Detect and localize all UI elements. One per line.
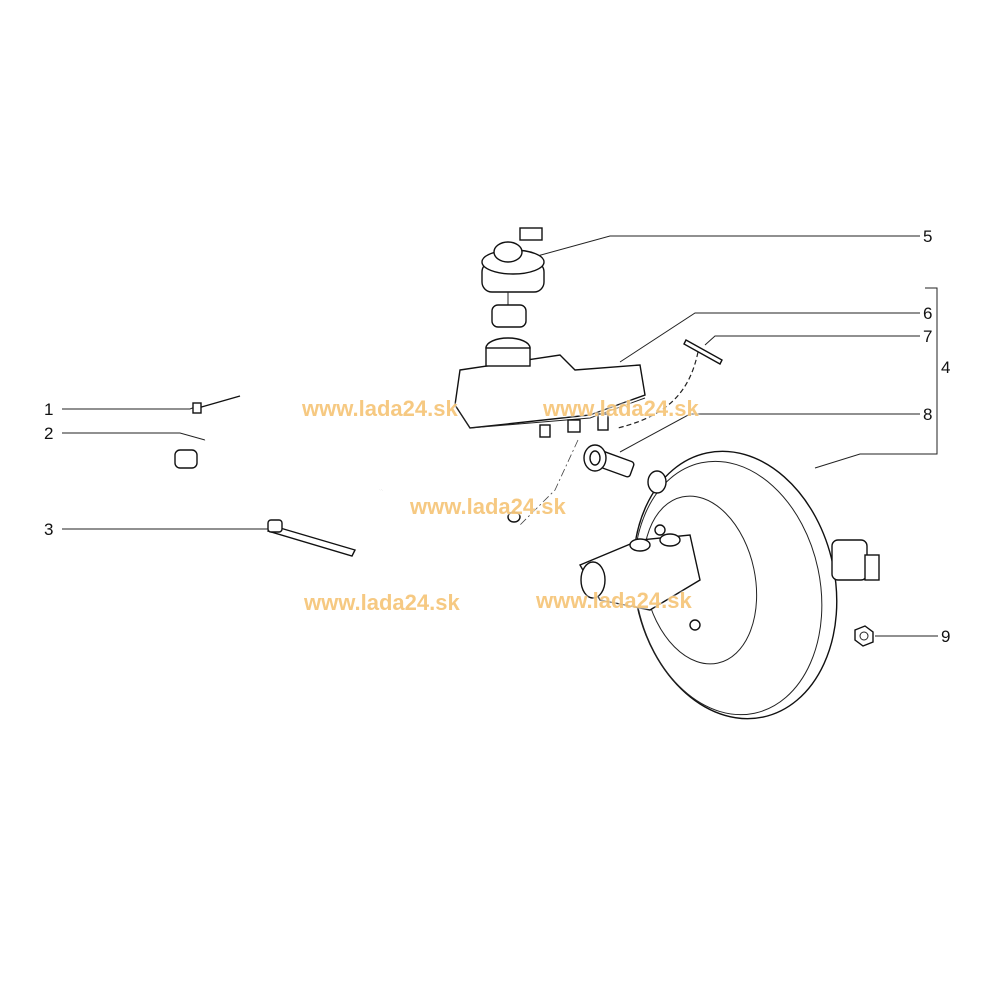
- part-grommet: [519, 439, 635, 526]
- part-hose: [174, 428, 521, 523]
- callout-8: 8: [923, 405, 933, 424]
- part-cable-tie: [267, 519, 357, 557]
- callout-5: 5: [923, 227, 933, 246]
- callout-4: 4: [941, 358, 951, 377]
- part-nut: [854, 625, 874, 647]
- part-clip: [192, 395, 241, 414]
- callout-6: 6: [923, 304, 933, 323]
- callout-7: 7: [923, 327, 933, 346]
- watermark: www.lada24.sk: [410, 494, 566, 519]
- callout-2: 2: [44, 424, 54, 443]
- part-brake-booster: [578, 450, 880, 720]
- callout-1: 1: [44, 400, 54, 419]
- part-pin: [617, 339, 723, 429]
- watermark: www.lada24.sk: [536, 588, 692, 613]
- callout-9: 9: [941, 627, 951, 646]
- watermark: www.lada24.sk: [304, 590, 460, 615]
- part-reservoir: [454, 337, 646, 438]
- callout-3: 3: [44, 520, 54, 539]
- watermark: www.lada24.sk: [543, 396, 699, 421]
- watermark: www.lada24.sk: [302, 396, 458, 421]
- part-reservoir-cap: [481, 227, 545, 328]
- leader-lines: [62, 235, 938, 637]
